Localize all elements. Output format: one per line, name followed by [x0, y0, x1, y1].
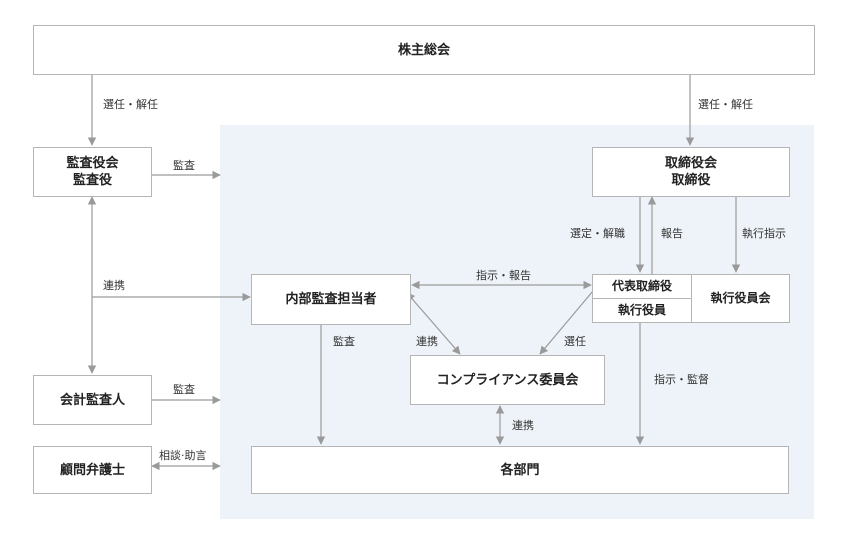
label-report: 報告: [661, 227, 683, 240]
label-instruct-supervise: 指示・監督: [654, 373, 709, 386]
ceo-label: 代表取締役: [611, 279, 672, 293]
shareholders-meeting-box: 株主総会: [33, 25, 815, 75]
ceo-box: 代表取締役: [592, 274, 692, 299]
internal-audit-label: 内部監査担当者: [285, 292, 377, 307]
accounting-auditor-box: 会計監査人: [33, 375, 152, 425]
audit-board-box: 監査役会 監査役: [33, 147, 152, 197]
compliance-label: コンプライアンス委員会: [436, 372, 579, 388]
label-elect-right: 選任・解任: [698, 98, 753, 111]
board-label: 取締役会 取締役: [664, 156, 717, 188]
officers-label: 執行役員: [617, 303, 666, 317]
label-instruct-report: 指示・報告: [476, 269, 531, 282]
arrow-cooperation-mid: [406, 292, 461, 355]
label-audit-accounting: 監査: [173, 383, 195, 396]
label-consult: 相談·助言: [159, 449, 207, 462]
label-audit-internal: 監査: [333, 335, 355, 348]
arrow-appoint: [539, 290, 594, 355]
compliance-committee-box: コンプライアンス委員会: [410, 355, 605, 405]
exec-committee-label: 執行役員会: [710, 291, 771, 305]
accounting-auditor-label: 会計監査人: [59, 392, 125, 408]
label-exec-instruction: 執行指示: [742, 227, 786, 240]
audit-board-label: 監査役会 監査役: [66, 156, 119, 188]
label-cooperation-left: 連携: [103, 279, 125, 292]
exec-committee-box: 執行役員会: [691, 274, 790, 323]
internal-audit-box: 内部監査担当者: [251, 274, 411, 325]
board-box: 取締役会 取締役: [592, 147, 790, 197]
officers-box: 執行役員: [592, 298, 692, 323]
label-cooperation-mid: 連携: [416, 335, 438, 348]
departments-box: 各部門: [251, 446, 789, 494]
label-select-dismiss: 選定・解職: [570, 227, 625, 240]
label-appoint: 選任: [564, 335, 586, 348]
legal-advisor-label: 顧問弁護士: [59, 462, 125, 478]
label-cooperation-bottom: 連携: [512, 419, 534, 432]
label-elect-left: 選任・解任: [103, 98, 158, 111]
label-audit-top: 監査: [173, 159, 195, 172]
legal-advisor-box: 顧問弁護士: [33, 446, 152, 494]
shareholders-label: 株主総会: [397, 42, 450, 58]
departments-label: 各部門: [500, 462, 540, 478]
